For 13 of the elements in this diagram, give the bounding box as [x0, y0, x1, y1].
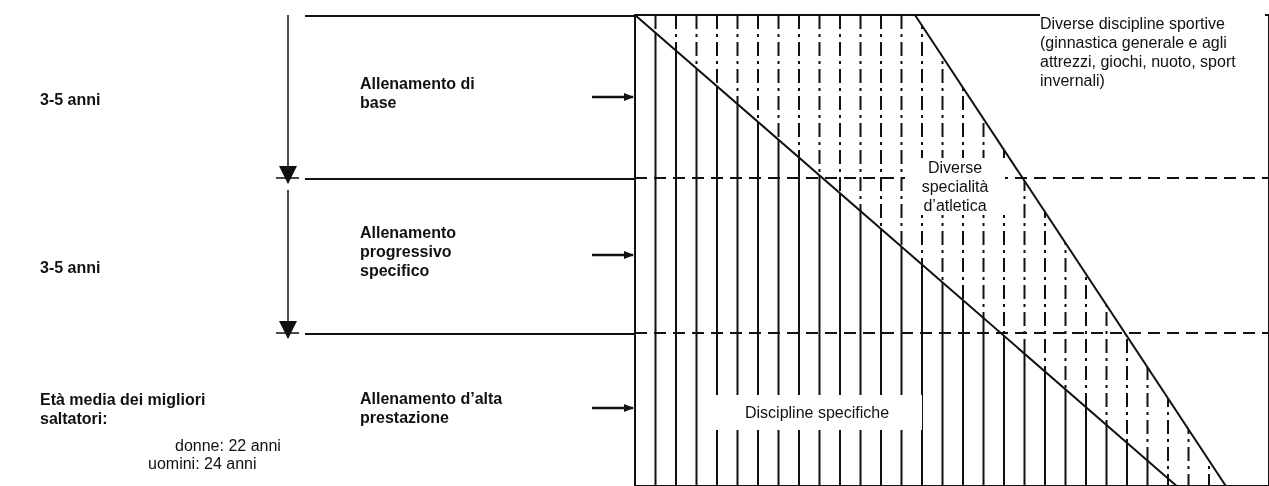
duration-label: 3-5 anni [40, 258, 101, 277]
arrow [592, 251, 634, 259]
arrow [592, 404, 634, 412]
duration-label: 3-5 anni [40, 90, 101, 109]
arrow [592, 93, 634, 101]
note-text: donne: 22 anni [175, 436, 281, 455]
stage-label: Allenamento di base [360, 73, 476, 112]
stage-label: Allenamento progressivo specifico [360, 223, 457, 280]
note-text: uomini: 24 anni [148, 454, 257, 473]
stage-label: Allenamento d’alta prestazione [360, 388, 504, 427]
region-label: Diverse specialità d’atletica [905, 158, 1005, 215]
region-label: Diverse discipline sportive (ginnastica generale e agli attrezzi, giochi, nuoto, sport invernali) [1040, 14, 1265, 90]
note-heading: Età media dei migliori saltatori: [40, 390, 207, 428]
